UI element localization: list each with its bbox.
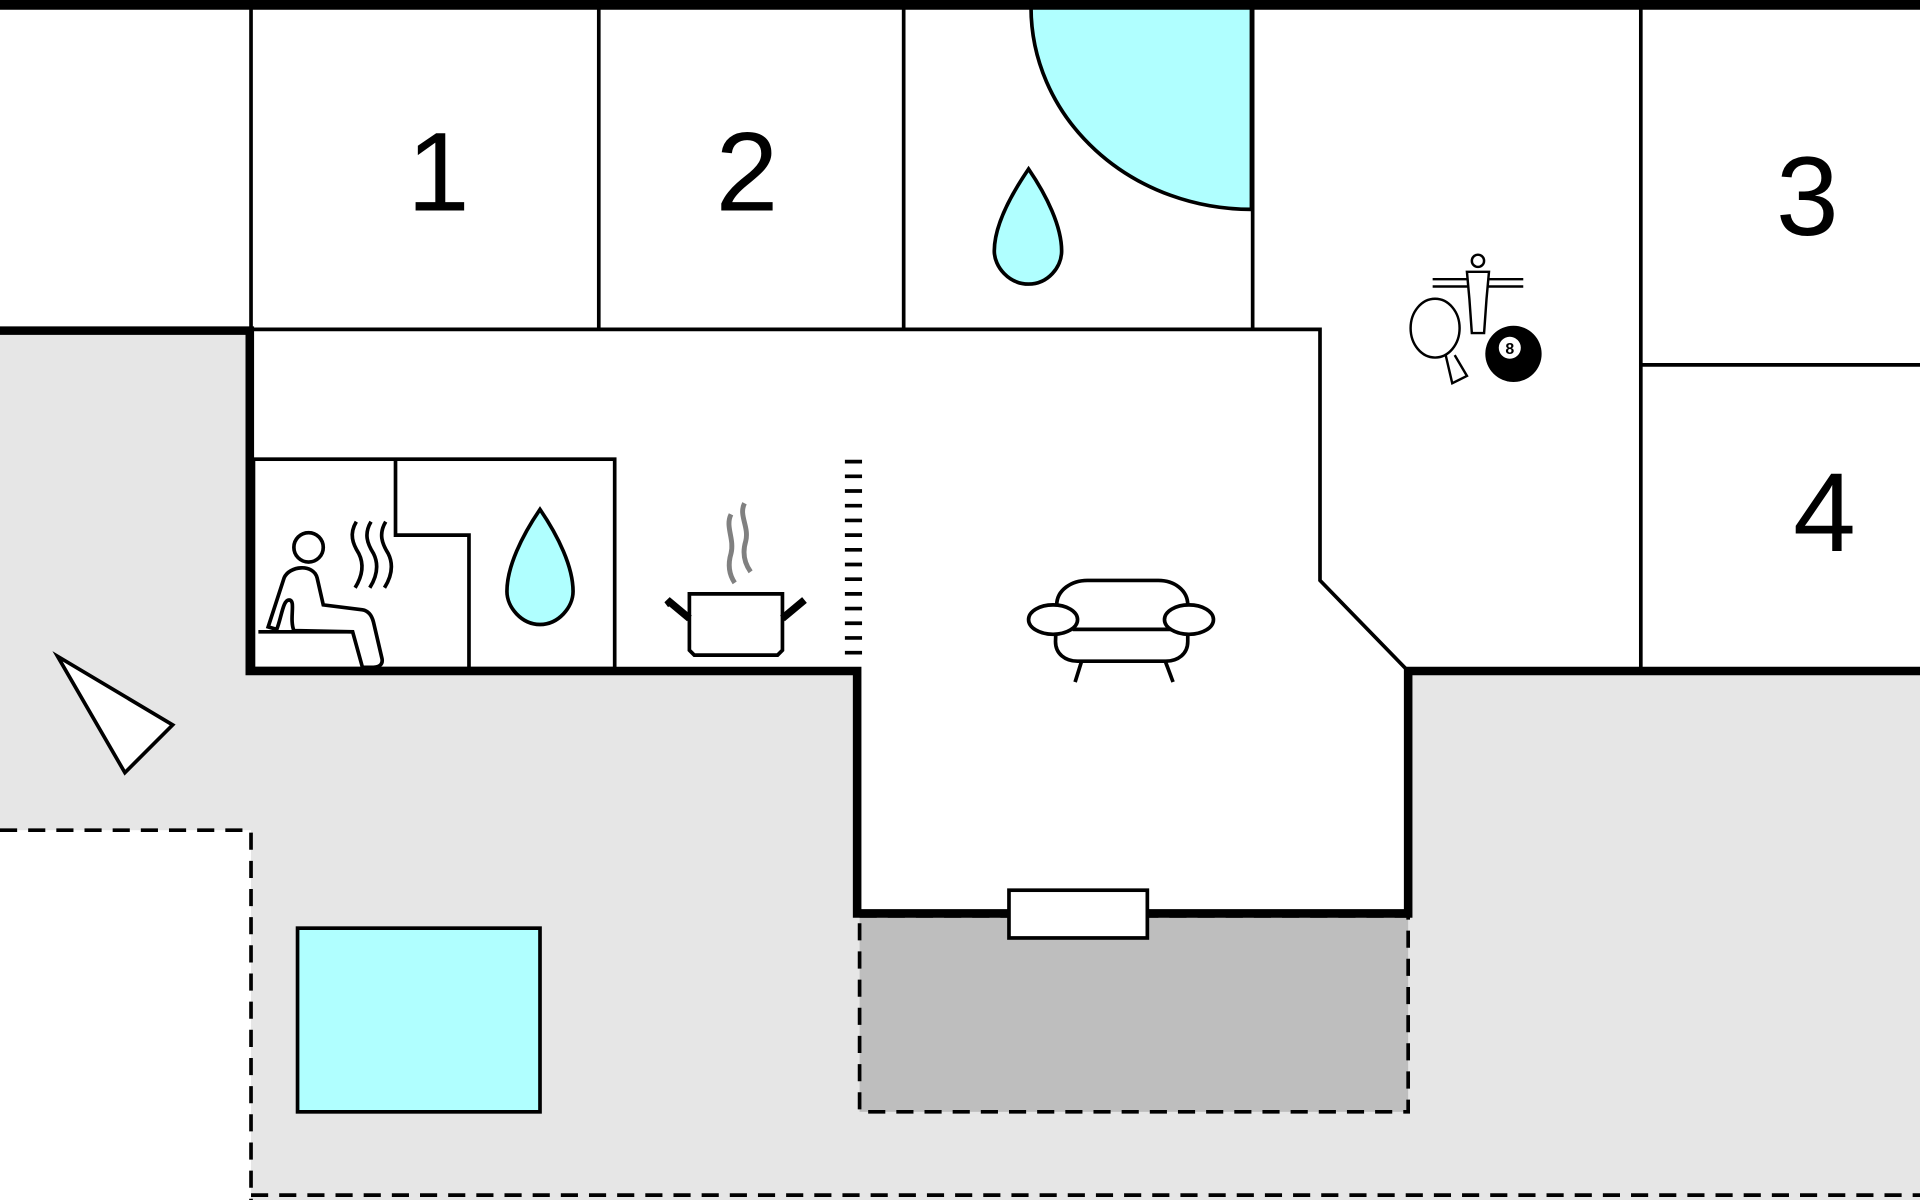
table-football-icon — [1432, 253, 1524, 335]
interior-walls — [249, 4, 1920, 672]
room-label-1: 1 — [407, 109, 470, 235]
compass-icon — [52, 651, 176, 776]
terrace — [857, 914, 1410, 1114]
billiard-ball-label: 8 — [1505, 341, 1514, 358]
sauna-icon — [258, 520, 394, 670]
billiard-icon: 8 — [1485, 325, 1542, 383]
shower-icon — [1029, 5, 1254, 212]
water-drop-icon — [992, 165, 1064, 286]
pool-icon — [295, 926, 542, 1114]
stairs-icon — [844, 459, 863, 655]
exterior-walls — [0, 0, 1920, 918]
sofa-icon — [1026, 578, 1216, 683]
table-tennis-icon — [1409, 297, 1469, 386]
plot-outside — [0, 830, 252, 1200]
room-label-2: 2 — [716, 109, 779, 235]
water-drop-icon — [505, 506, 575, 627]
room-label-4: 4 — [1793, 449, 1856, 575]
window — [1007, 888, 1150, 940]
room-label-3: 3 — [1776, 133, 1839, 259]
kitchen-icon — [664, 502, 807, 657]
